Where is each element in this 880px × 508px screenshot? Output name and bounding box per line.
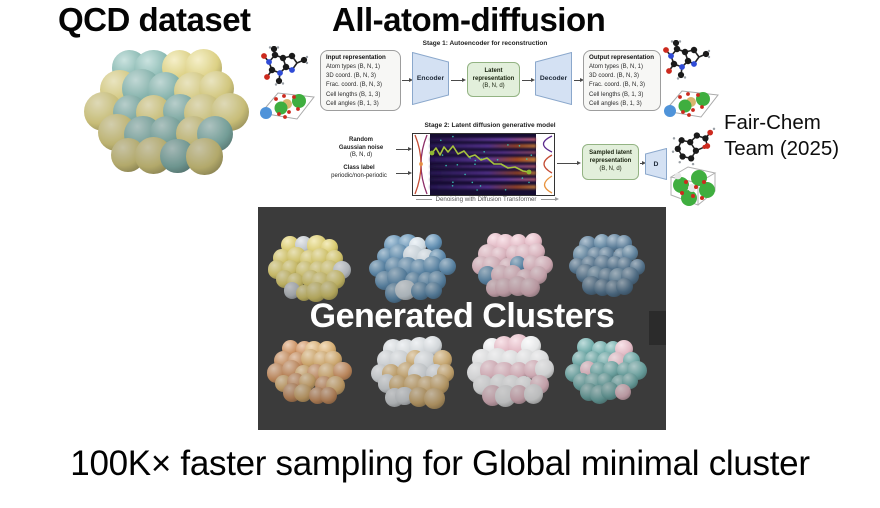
diffusion-caption: Denoising with Diffusion Transformer — [402, 196, 570, 203]
class-line: periodic/non-periodic — [331, 172, 387, 179]
output-line: Atom types (B, N, 1) — [589, 64, 644, 70]
arrow-latent-to-decoder — [522, 78, 535, 82]
output-line: 3D coord. (B, N, 3) — [589, 73, 640, 80]
class-label: Class label periodic/non-periodic — [324, 165, 394, 180]
atom-sphere — [424, 387, 445, 409]
caption-arrow — [540, 197, 559, 201]
input-line: Cell lengths (B, 1, 3) — [326, 91, 381, 98]
input-box-title: Input representation — [326, 54, 386, 61]
sampled-line: (B, N, d) — [599, 165, 622, 172]
atom-sphere — [520, 277, 540, 298]
output-line: Cell angles (B, 1, 3) — [589, 100, 642, 107]
decoder-d-label: D — [653, 160, 659, 168]
output-line: Cell lengths (B, 1, 3) — [589, 91, 644, 98]
encoder-label: Encoder — [416, 75, 445, 82]
generated-clusters-panel: Generated Clusters — [258, 207, 666, 430]
generated-cluster-image — [466, 334, 555, 410]
panel-label: Generated Clusters — [309, 297, 615, 335]
arrow-decoder-to-output — [574, 78, 584, 82]
generated-cluster-image — [371, 336, 455, 411]
atom-sphere — [438, 258, 456, 276]
atom-sphere — [600, 381, 620, 401]
noise-dots — [440, 135, 533, 191]
decoder-label: Decoder — [539, 75, 568, 82]
generated-cluster-image — [369, 233, 456, 305]
atom-sphere — [424, 233, 443, 252]
denoising-trajectory — [431, 145, 530, 173]
arrow-encoder-to-latent — [451, 78, 466, 82]
input-line: Cell angles (B, 1, 3) — [326, 100, 379, 107]
arrow-input-to-encoder — [402, 78, 413, 82]
diffusion-heatmap — [412, 133, 555, 196]
atom-sphere — [614, 383, 632, 400]
latent-line: Latent — [484, 67, 503, 74]
output-line: Frac. coord. (B, N, 3) — [589, 82, 646, 89]
sampled-line: representation — [589, 158, 632, 165]
atom-sphere — [319, 281, 339, 300]
noise-line: Gaussian noise — [338, 144, 384, 151]
molecule-icon — [261, 46, 309, 86]
panel-dark-notch — [649, 311, 666, 345]
input-representation-box: Input representation Atom types (B, N, 1… — [320, 50, 401, 111]
atom-sphere — [293, 384, 312, 402]
caption-text: Denoising with Diffusion Transformer — [435, 196, 537, 203]
noise-line: Random — [349, 137, 373, 143]
generated-cluster-image — [267, 235, 352, 305]
generated-cluster-image — [565, 338, 647, 406]
input-line: Frac. coord. (B, N, 3) — [326, 82, 383, 89]
output-representation-box: Output representation Atom types (B, N, … — [583, 50, 661, 111]
atom-sphere — [423, 256, 443, 276]
decoder-block: Decoder — [535, 51, 572, 106]
generated-cluster-image — [569, 233, 646, 299]
atom-sphere — [424, 281, 443, 300]
latent-representation-box: Latent representation (B, N, d) — [467, 62, 520, 97]
method-title: All-atom-diffusion — [332, 1, 606, 38]
output-box-title: Output representation — [589, 54, 654, 61]
stage1-title: Stage 1: Autoencoder for reconstruction — [422, 40, 548, 47]
bottom-caption: 100K× faster sampling for Global minimal… — [70, 444, 810, 483]
atom-sphere — [395, 386, 414, 406]
atom-sphere — [186, 138, 223, 175]
green-crystal-icon — [669, 166, 717, 206]
atom-sphere — [509, 385, 528, 404]
encoder-block: Encoder — [412, 51, 449, 106]
qcd-cluster-image — [83, 49, 249, 182]
dataset-title: QCD dataset — [58, 1, 251, 38]
decoder-d-block: D — [645, 147, 667, 181]
arrow-diffusion-to-sampled — [557, 161, 581, 165]
atom-sphere — [616, 278, 634, 296]
noise-line: (B, N, d) — [349, 152, 373, 159]
class-line: Class label — [343, 165, 375, 171]
arrow-class-to-diffusion — [396, 171, 412, 175]
crystal-cell-icon — [664, 90, 719, 118]
sampled-line: Sampled latent — [589, 150, 632, 157]
stage2-title: Stage 2: Latent diffusion generative mod… — [424, 122, 556, 129]
atom-sphere — [320, 387, 338, 405]
latent-line: (B, N, d) — [482, 83, 505, 90]
atom-sphere — [523, 384, 544, 404]
atom-sphere — [395, 279, 416, 300]
arrow-sampled-to-decoder — [640, 161, 646, 165]
caption-line — [415, 199, 432, 200]
atom-sphere — [534, 359, 555, 380]
gaussian-noise-label: Random Gaussian noise (B, N, d) — [328, 137, 394, 160]
sampled-latent-box: Sampled latent representation (B, N, d) — [582, 144, 639, 180]
citation-text: Fair-Chem Team (2025) — [724, 111, 840, 160]
molecule-icon — [671, 127, 716, 166]
molecule-icon — [663, 40, 711, 80]
input-line: 3D coord. (B, N, 3) — [326, 73, 377, 80]
generated-cluster-image — [266, 340, 352, 408]
input-line: Atom types (B, N, 1) — [326, 64, 381, 70]
generated-cluster-image — [472, 232, 553, 301]
latent-line: representation — [472, 75, 515, 82]
crystal-cell-icon — [260, 92, 315, 120]
arrow-noise-to-diffusion — [396, 147, 412, 151]
